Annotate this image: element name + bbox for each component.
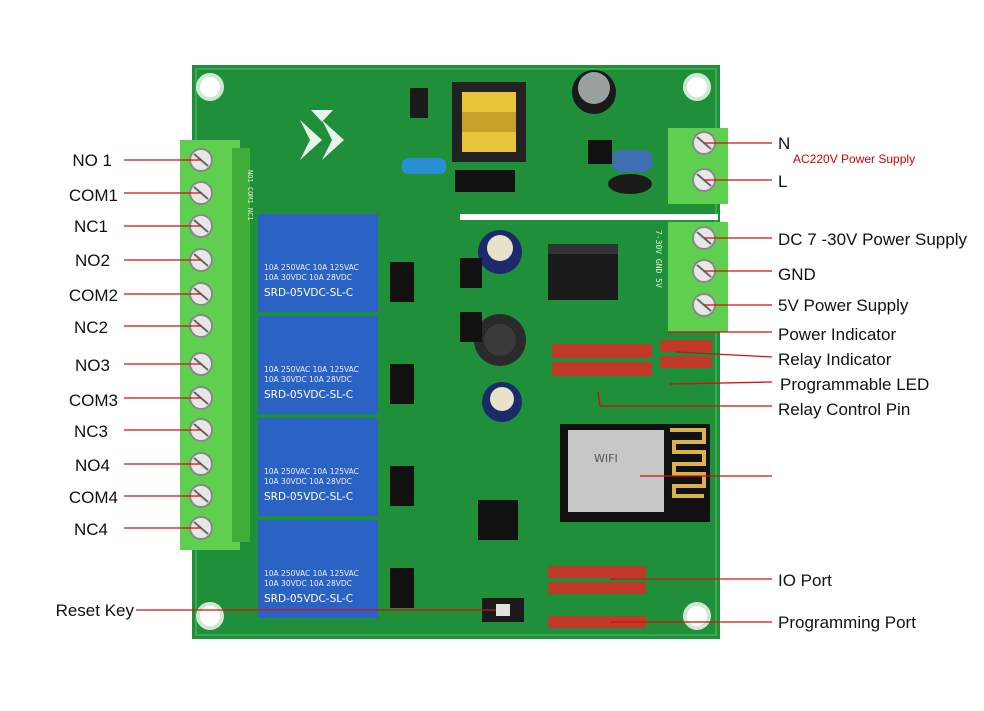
relay-2 <box>258 316 378 414</box>
relay-rating-2: 10A 30VDC 10A 28VDC <box>264 579 352 588</box>
label-l: L <box>778 172 788 191</box>
relay-1 <box>258 214 378 312</box>
wifi-module-marking: WIFI <box>594 452 618 465</box>
label-nc2: NC2 <box>73 318 108 337</box>
silkscreen-power-terminals: 7-30V GND 5V <box>654 230 663 288</box>
programming-port-header <box>548 616 646 628</box>
label-no1: NO 1 <box>72 151 112 170</box>
pin-header-relay <box>552 344 652 376</box>
relay-rating-2: 10A 30VDC 10A 28VDC <box>264 477 352 486</box>
antenna-trace <box>670 428 706 498</box>
label-no3: NO3 <box>75 356 110 375</box>
relay-model: SRD-05VDC-SL-C <box>264 491 353 503</box>
label-n: N <box>778 134 791 153</box>
label-5v-supply: 5V Power Supply <box>778 296 909 315</box>
label-gnd: GND <box>778 265 816 284</box>
relay-model: SRD-05VDC-SL-C <box>264 287 353 299</box>
varistor <box>608 174 652 194</box>
label-relay-indicator: Relay Indicator <box>778 350 892 369</box>
label-no2: NO2 <box>75 251 110 270</box>
relay-driver-components <box>390 262 414 608</box>
label-dc-supply: DC 7 -30V Power Supply <box>778 230 967 249</box>
leader-line <box>597 391 601 407</box>
io-port-header <box>548 566 646 594</box>
left-terminal-blocks <box>180 140 250 550</box>
label-relay-control-pin: Relay Control Pin <box>778 400 911 419</box>
ic-bridge <box>588 140 612 164</box>
label-nc3: NC3 <box>73 422 108 441</box>
ic-small <box>460 312 482 342</box>
relay-model: SRD-05VDC-SL-C <box>264 389 353 401</box>
relay-rating-1: 10A 250VAC 10A 125VAC <box>264 467 359 476</box>
relay-rating-2: 10A 30VDC 10A 28VDC <box>264 375 352 384</box>
leader-line <box>669 381 773 385</box>
relay-rating-1: 10A 250VAC 10A 125VAC <box>264 263 359 272</box>
relays <box>258 214 378 618</box>
ic-small <box>460 258 482 288</box>
voltage-regulator <box>478 500 518 540</box>
mounting-hole <box>196 602 224 630</box>
wifi-module-shield <box>568 430 664 512</box>
capacitor-yellow <box>612 150 652 172</box>
brand-logo-icon <box>300 110 344 160</box>
label-no4: NO4 <box>75 456 110 475</box>
mounting-hole <box>683 602 711 630</box>
label-nc4: NC4 <box>73 520 108 539</box>
mounting-hole <box>683 73 711 101</box>
leader-lines <box>124 142 773 623</box>
relay-model: SRD-05VDC-SL-C <box>264 593 353 605</box>
label-programming-port: Programming Port <box>778 613 916 632</box>
relay-3 <box>258 418 378 516</box>
label-reset-key: Reset Key <box>55 601 134 620</box>
label-com4: COM4 <box>68 488 118 507</box>
capacitor-small <box>410 88 428 118</box>
label-programmable-led: Programmable LED <box>780 375 930 394</box>
relay-rating-1: 10A 250VAC 10A 125VAC <box>264 569 359 578</box>
pin-header-leds <box>660 340 712 368</box>
silkscreen-terminals: NO1 COM1 NC1 <box>246 170 254 221</box>
label-ac-supply: AC220V Power Supply <box>793 152 916 166</box>
relay-rating-1: 10A 250VAC 10A 125VAC <box>264 365 359 374</box>
label-com1: COM1 <box>68 186 118 205</box>
label-com3: COM3 <box>68 391 118 410</box>
mounting-hole <box>196 73 224 101</box>
relay-4 <box>258 520 378 618</box>
label-com2: COM2 <box>68 286 118 305</box>
label-nc1: NC1 <box>73 217 108 236</box>
isolation-slot <box>460 214 718 220</box>
resistor-array <box>455 170 515 192</box>
label-io-port: IO Port <box>778 571 832 590</box>
capacitor-blue <box>402 158 446 174</box>
label-power-indicator: Power Indicator <box>778 325 897 344</box>
leader-line <box>675 351 773 358</box>
relay-rating-2: 10A 30VDC 10A 28VDC <box>264 273 352 282</box>
